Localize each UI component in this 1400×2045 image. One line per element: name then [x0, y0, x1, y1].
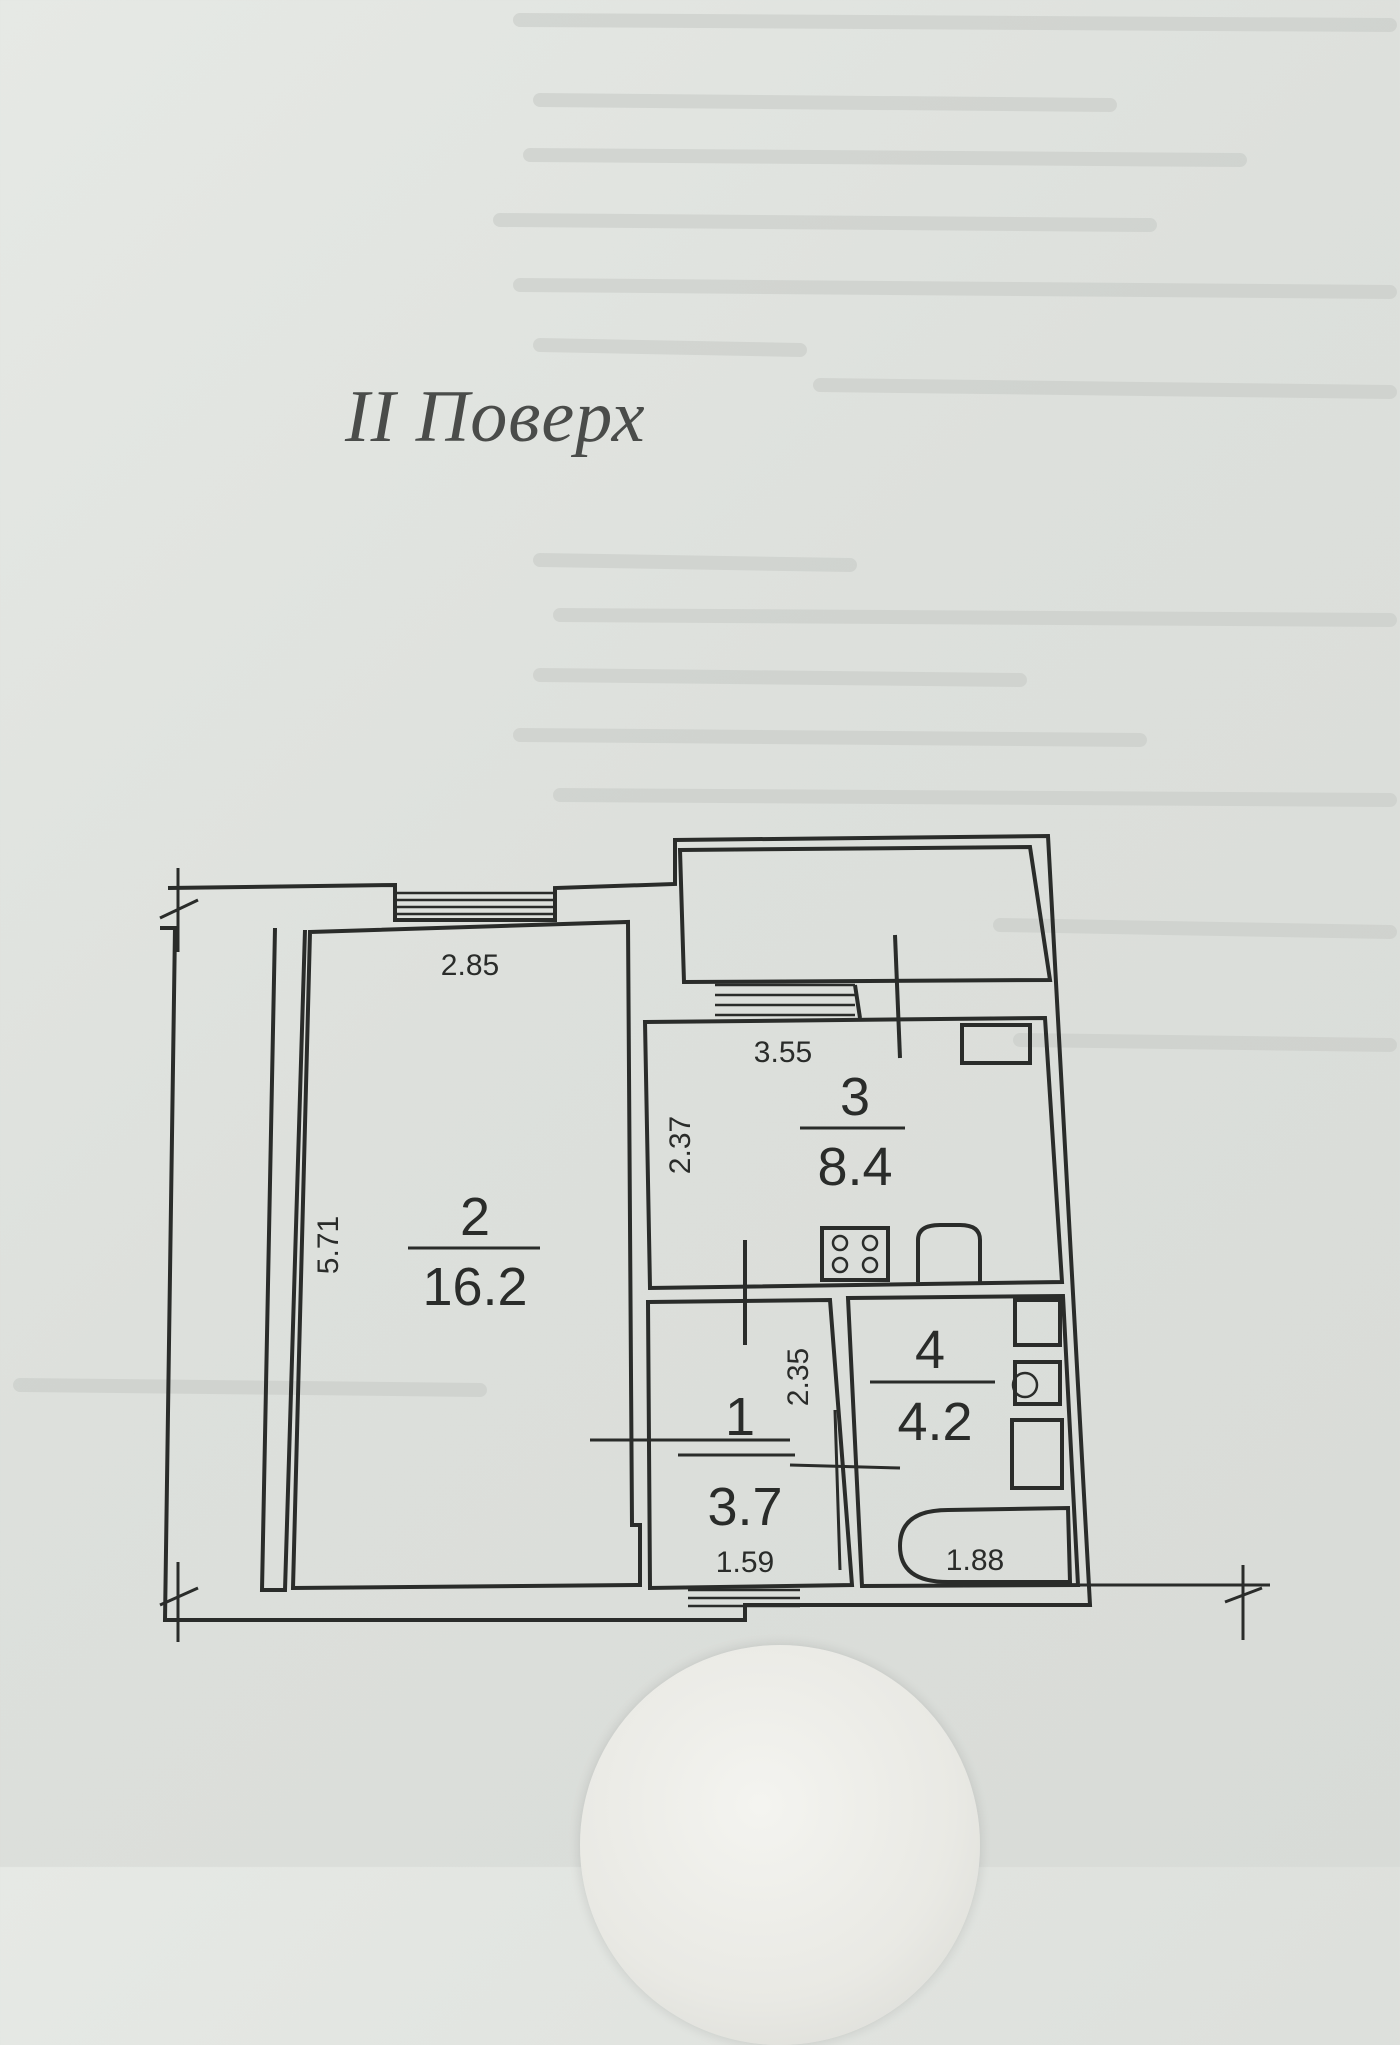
room-4-number: 4: [915, 1320, 945, 1380]
round-sticker: [580, 1645, 980, 2045]
balcony-outline: [677, 844, 1053, 985]
dim-room2-length: 5.71: [312, 1216, 345, 1274]
toilet: [1013, 1360, 1062, 1406]
room-1-label: 1 3.7: [678, 1387, 795, 1537]
dim-room3-depth: 2.37: [664, 1116, 697, 1174]
room-3-outline: [642, 1015, 1065, 1291]
stove: [820, 1226, 890, 1282]
room-2-label: 2 16.2: [408, 1187, 540, 1317]
room-3-number: 3: [840, 1067, 870, 1127]
room-4-label: 4 4.2: [870, 1320, 995, 1452]
bathtub: [897, 1505, 1073, 1584]
dim-room3-width: 3.55: [754, 1036, 812, 1069]
dim-room1-width: 1.59: [716, 1546, 774, 1579]
bathroom-sink: [1010, 1418, 1064, 1490]
room-1-area: 3.7: [707, 1477, 782, 1537]
dim-room1-depth: 2.35: [782, 1348, 815, 1406]
floor-title: II Поверх: [345, 376, 646, 458]
room-4-area: 4.2: [897, 1392, 972, 1452]
left-wall: [259, 927, 307, 1592]
room-3-label: 3 8.4: [800, 1067, 905, 1197]
shower-tray: [1013, 1298, 1062, 1347]
room-1-outline: [645, 1297, 855, 1591]
room-1-number: 1: [725, 1387, 755, 1447]
room-4-outline: [845, 1293, 1081, 1589]
dim-room4-width: 1.88: [946, 1544, 1004, 1577]
outer-wall: [160, 833, 1093, 1622]
room-2-outline: [290, 919, 642, 1591]
floor-plan: 2 16.2 3 8.4 1 3.7 4 4.2 2.85 5.71 3.55 …: [159, 833, 1270, 1642]
room-2-area: 16.2: [422, 1257, 527, 1317]
background-bleed-through: [13, 13, 1397, 1397]
kitchen-sink: [916, 1223, 982, 1282]
room-3-area: 8.4: [817, 1137, 892, 1197]
vent-box: [960, 1023, 1032, 1065]
dim-room2-width: 2.85: [441, 949, 499, 982]
room-2-number: 2: [460, 1187, 490, 1247]
